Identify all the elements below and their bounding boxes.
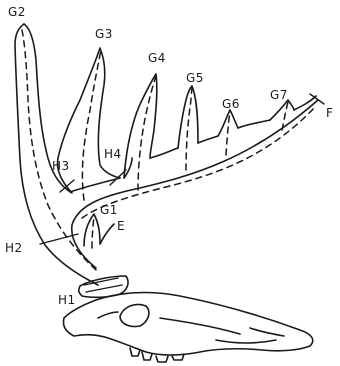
label-g3: G3: [95, 27, 113, 41]
g7-tine: [270, 100, 294, 120]
centre-lines: [22, 30, 316, 270]
label-h4: H4: [104, 147, 122, 161]
label-g7: G7: [270, 88, 288, 102]
main-beam-lower-centre-line: [82, 106, 316, 218]
skull-ridge: [98, 312, 284, 343]
label-e: E: [117, 219, 125, 233]
label-g4: G4: [148, 51, 166, 65]
skull-outline: [63, 293, 312, 355]
g5-tine: [178, 86, 198, 148]
labels: G2 G3 G4 G5 G6 G7 F H3 H4 G1 E H2 H1: [5, 5, 333, 307]
main-beam-outer-edge: [15, 24, 98, 285]
g5-centre-line: [186, 88, 192, 170]
main-beam-lower-edge: [72, 100, 318, 268]
g1-tine-edge: [100, 224, 114, 244]
eye-socket: [120, 304, 149, 326]
label-g6: G6: [222, 97, 240, 111]
label-g1: G1: [100, 203, 118, 217]
main-beam: [15, 24, 318, 285]
g1-centre-line: [92, 216, 94, 248]
h2-line: [40, 234, 78, 244]
label-g2: G2: [8, 5, 26, 19]
label-h1: H1: [58, 293, 76, 307]
label-h3: H3: [52, 159, 70, 173]
label-h2: H2: [5, 241, 23, 255]
skull: [63, 293, 312, 362]
label-g5: G5: [186, 71, 204, 85]
h1-line-2: [86, 285, 122, 292]
label-f: F: [326, 106, 333, 120]
